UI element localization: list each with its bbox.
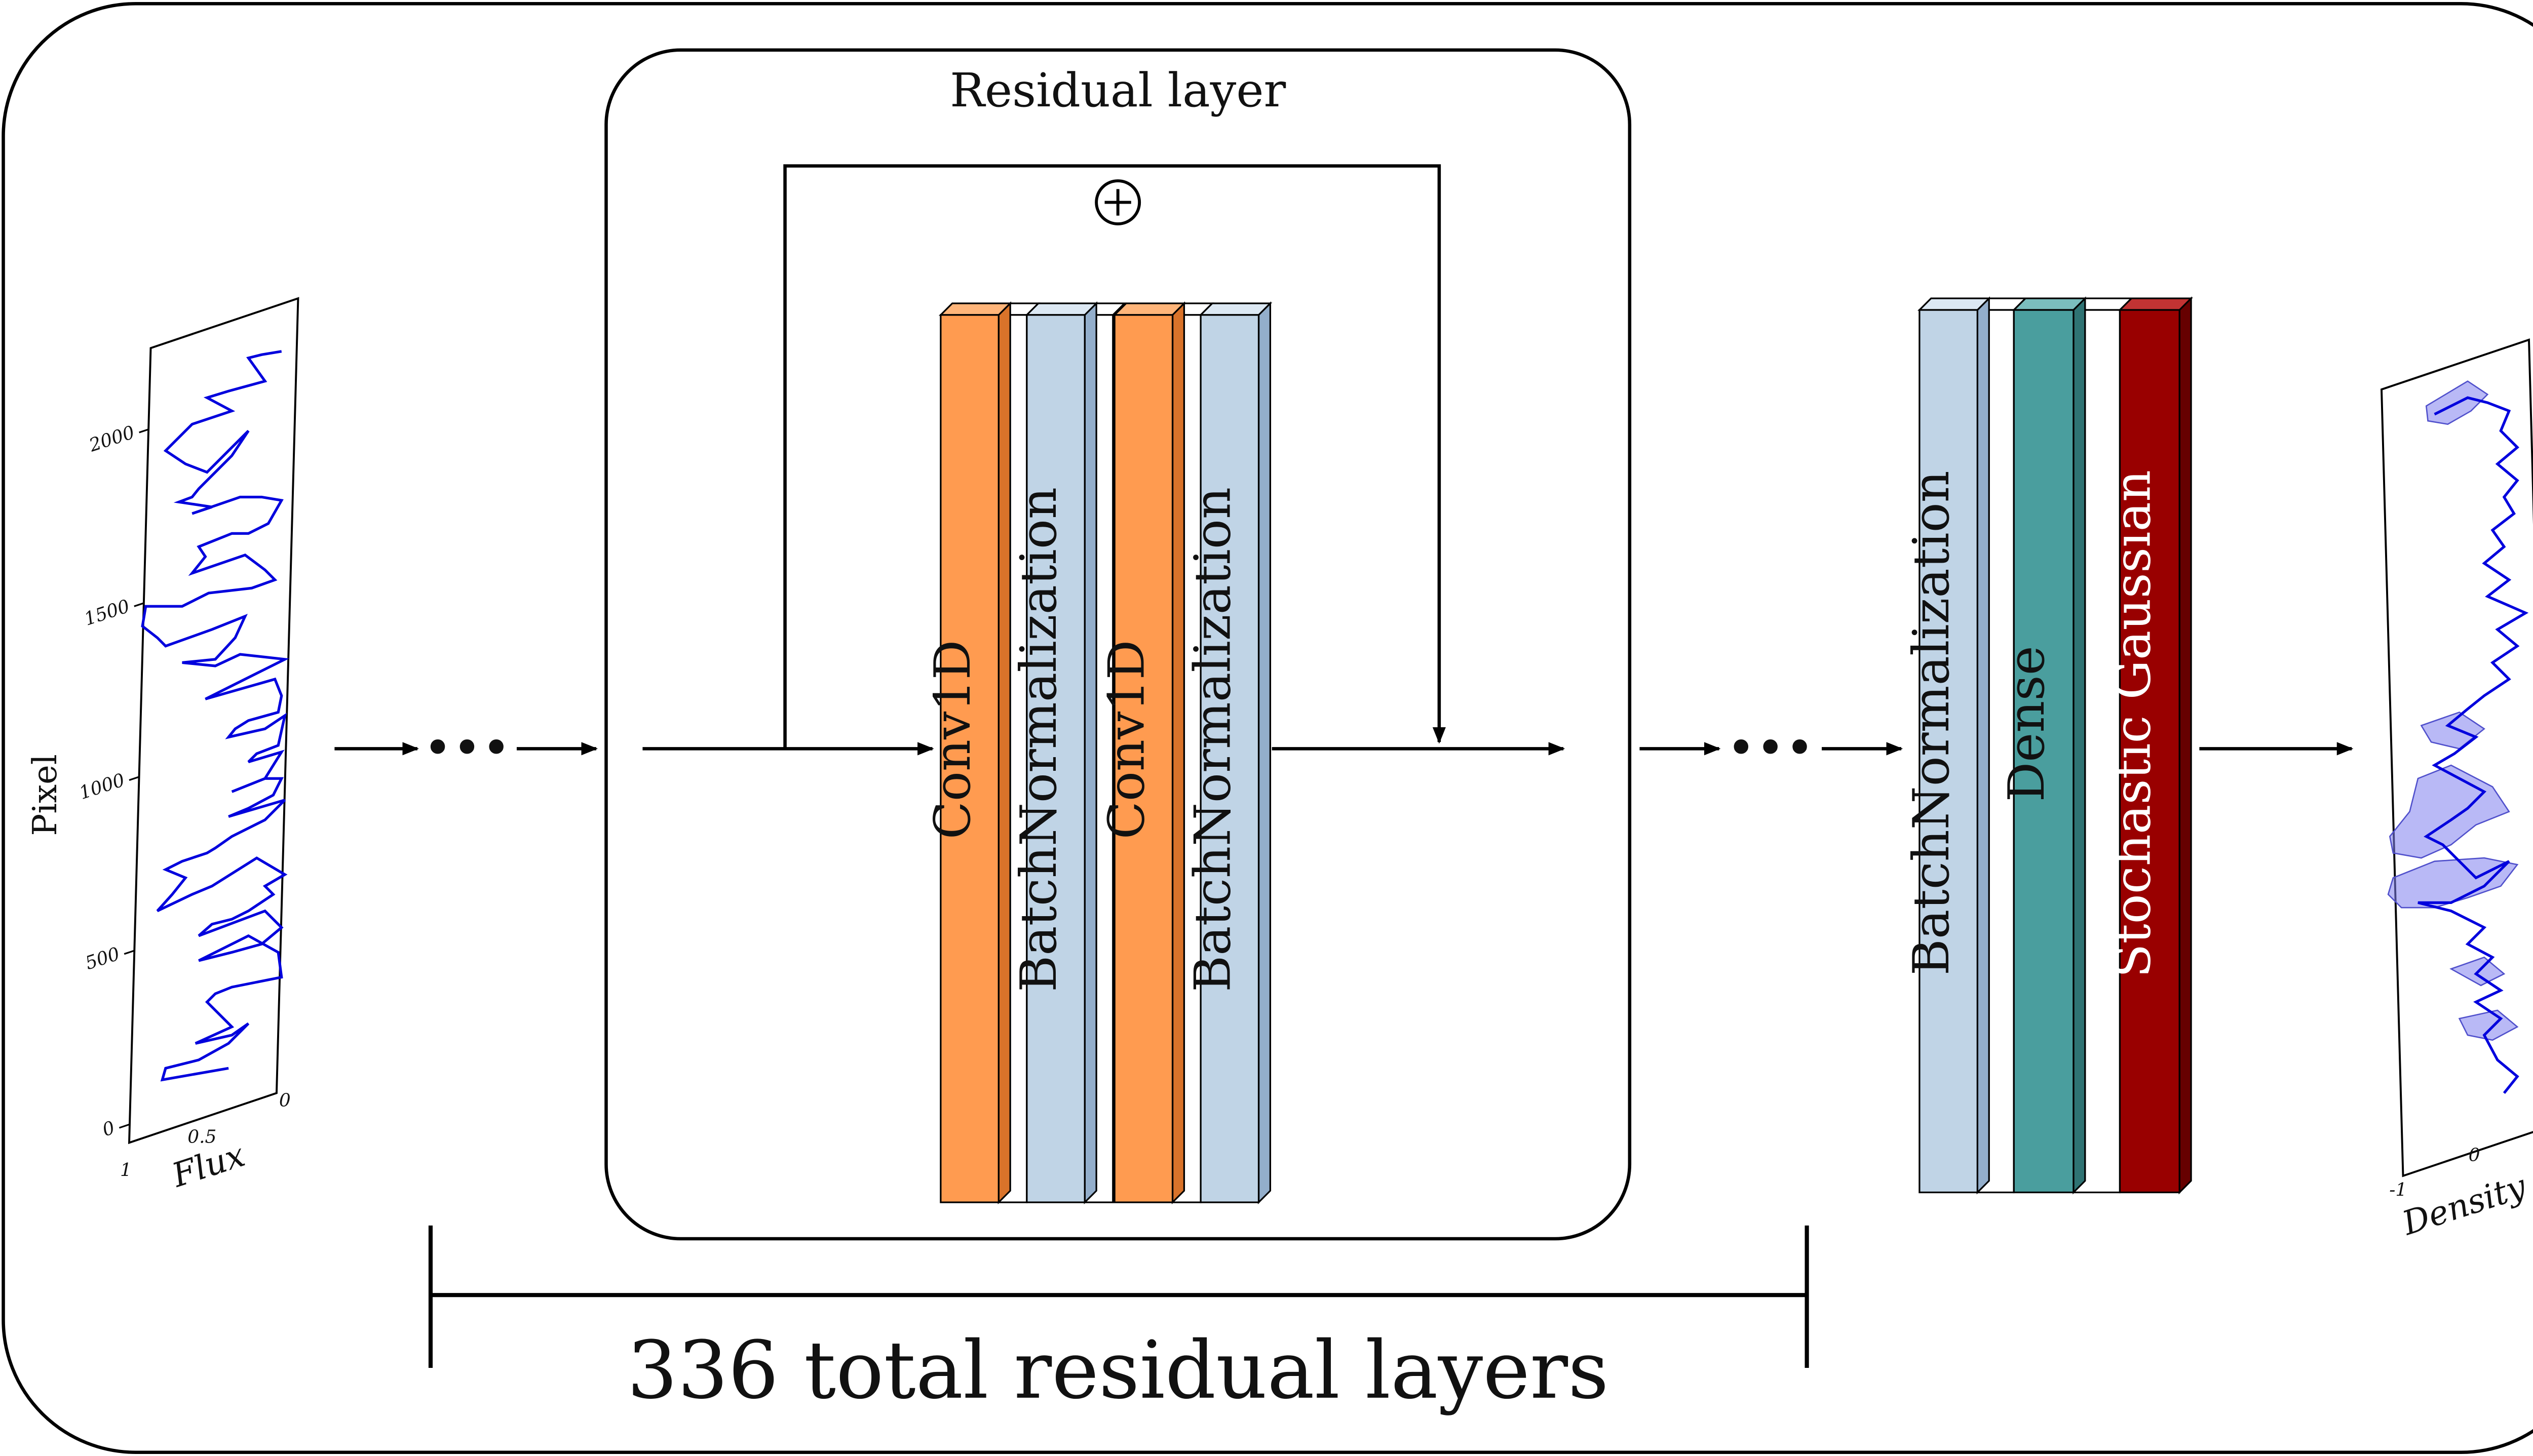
input-plot: 0 500 1000 1500 2000 1 0.5 0 Flux Pixel xyxy=(26,297,299,1195)
residual-block-title: Residual layer xyxy=(950,63,1286,117)
layer-conv1d-1-label: Conv1D xyxy=(924,640,982,840)
layer-conv1d-2-label: Conv1D xyxy=(1098,640,1156,840)
output-plot: -1 0 1 Density xyxy=(2381,338,2533,1243)
add-symbol xyxy=(1095,179,1141,225)
head-layer-stochastic-gaussian-label: Stochastic Gaussian xyxy=(2104,470,2162,978)
head-layer-stack: BatchNormalization Dense Stochastic Gaus… xyxy=(1903,296,2194,1195)
output-plot-xlabel: Density xyxy=(2397,1167,2531,1243)
input-plot-xticks: 1 0.5 0 xyxy=(120,1090,291,1180)
input-ytick-1000: 1000 xyxy=(77,770,128,804)
residual-count-label: 336 total residual layers xyxy=(627,1324,1609,1417)
residual-block: Residual layer xyxy=(604,48,1632,1241)
head-layer-batchnorm-label: BatchNormalization xyxy=(1903,470,1961,975)
input-xtick-0: 0 xyxy=(279,1090,291,1111)
input-plot-ylabel: Pixel xyxy=(26,754,64,836)
ellipsis-left: ••• xyxy=(423,720,511,777)
input-ytick-500: 500 xyxy=(83,943,122,974)
head-layer-dense: Dense xyxy=(1998,296,2087,1195)
residual-block-frame xyxy=(604,48,1632,1241)
layer-batchnorm-1: BatchNormalization xyxy=(1010,301,1099,1205)
input-plot-xlabel: Flux xyxy=(167,1135,250,1195)
input-ytick-1500: 1500 xyxy=(82,596,132,630)
layer-batchnorm-2-label: BatchNormalization xyxy=(1184,487,1242,992)
residual-layer-stack: Conv1D BatchNormalization Conv1D xyxy=(924,301,1273,1205)
output-xtick-neg1: -1 xyxy=(2389,1179,2407,1200)
ellipsis-right: ••• xyxy=(1726,720,1815,777)
head-layer-batchnorm: BatchNormalization xyxy=(1903,296,1991,1195)
input-plot-frame xyxy=(128,297,299,1145)
input-xtick-05: 0.5 xyxy=(187,1126,216,1147)
head-layer-stochastic-gaussian: Stochastic Gaussian xyxy=(2104,296,2194,1195)
layer-conv1d-2: Conv1D xyxy=(1098,301,1186,1205)
layer-batchnorm-2: BatchNormalization xyxy=(1184,301,1273,1205)
head-layer-dense-label: Dense xyxy=(1998,646,2056,802)
output-xtick-0: 0 xyxy=(2469,1145,2480,1165)
residual-count-brace: 336 total residual layers xyxy=(428,1225,1809,1417)
output-plot-line xyxy=(2417,396,2529,1094)
output-plot-xticks: -1 0 1 xyxy=(2389,1145,2480,1200)
layer-batchnorm-1-label: BatchNormalization xyxy=(1010,487,1068,992)
input-xtick-1: 1 xyxy=(120,1160,132,1180)
input-ytick-2000: 2000 xyxy=(86,422,137,456)
input-plot-line xyxy=(141,350,290,1082)
output-plot-frame xyxy=(2381,338,2533,1177)
input-ytick-0: 0 xyxy=(100,1117,117,1140)
layer-conv1d-1: Conv1D xyxy=(924,301,1013,1205)
skip-connection xyxy=(783,164,1446,749)
